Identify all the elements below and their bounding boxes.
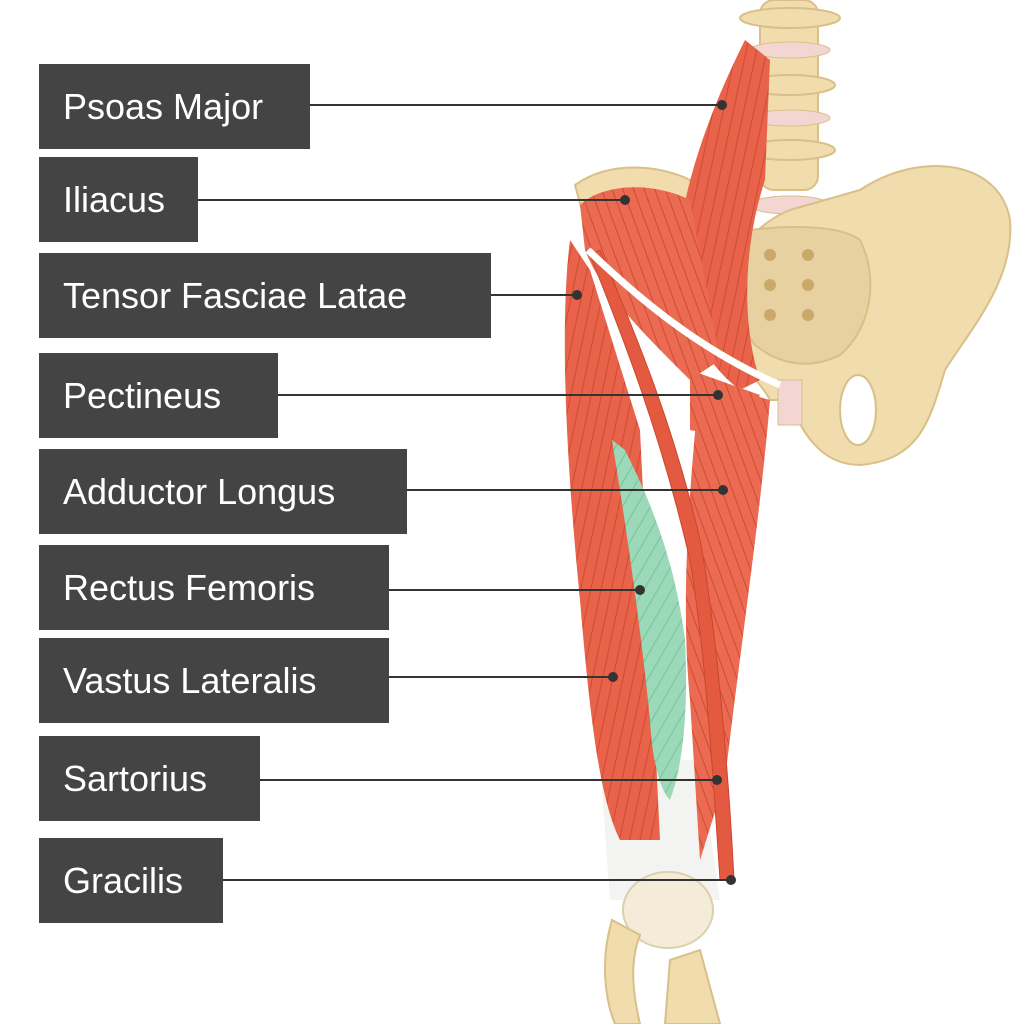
label-psoas-major: Psoas Major [39,64,310,149]
label-gracilis: Gracilis [39,838,223,923]
label-rectus-femoris: Rectus Femoris [39,545,389,630]
label-iliacus: Iliacus [39,157,198,242]
lumbar-spine [739,0,841,215]
muscle-group [564,40,782,881]
label-sartorius: Sartorius [39,736,260,821]
label-tensor-fasciae-latae: Tensor Fasciae Latae [39,253,491,338]
leader-lines [198,100,736,885]
label-pectineus: Pectineus [39,353,278,438]
label-vastus-lateralis: Vastus Lateralis [39,638,389,723]
label-adductor-longus: Adductor Longus [39,449,407,534]
